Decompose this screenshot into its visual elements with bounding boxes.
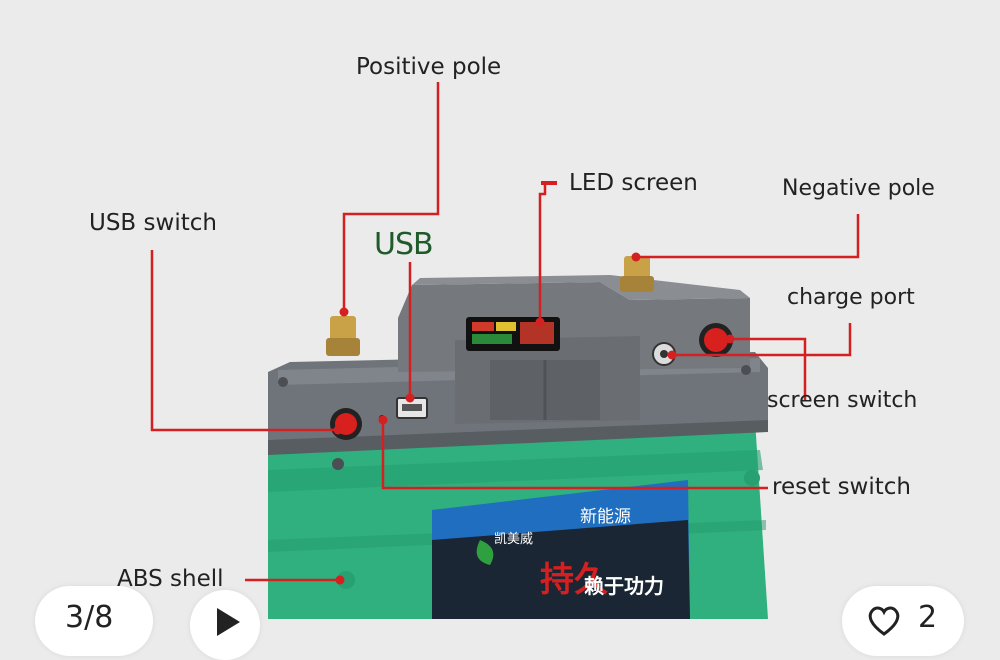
label-reset-switch: reset switch bbox=[772, 474, 911, 500]
play-button[interactable] bbox=[190, 590, 260, 660]
play-icon bbox=[217, 608, 240, 636]
label-usb-switch: USB switch bbox=[89, 210, 217, 236]
callout-lines bbox=[150, 82, 860, 582]
label-screen-switch: screen switch bbox=[767, 388, 918, 413]
like-button[interactable]: 2 bbox=[842, 586, 964, 656]
panel-slogan-big: 持久 bbox=[540, 560, 608, 600]
label-led-screen: LED screen bbox=[569, 170, 698, 196]
product-image-viewer: 凯美威 新能源 持久 赖于功力 Positive pole LED screen… bbox=[35, 54, 964, 660]
panel-title: 新能源 bbox=[580, 507, 631, 527]
battery-product-photo bbox=[150, 82, 860, 619]
page-counter: 3/8 bbox=[65, 600, 114, 635]
label-positive-pole: Positive pole bbox=[356, 54, 502, 80]
like-count: 2 bbox=[918, 600, 938, 635]
label-charge-port: charge port bbox=[787, 285, 915, 310]
panel-slogan-sub: 赖于功力 bbox=[584, 574, 664, 598]
brand-name: 凯美威 bbox=[494, 532, 534, 547]
label-negative-pole: Negative pole bbox=[782, 176, 935, 201]
label-usb: USB bbox=[374, 227, 434, 262]
heart-icon bbox=[868, 606, 900, 636]
page-counter-pill: 3/8 bbox=[35, 586, 153, 656]
label-abs-shell: ABS shell bbox=[117, 566, 224, 592]
